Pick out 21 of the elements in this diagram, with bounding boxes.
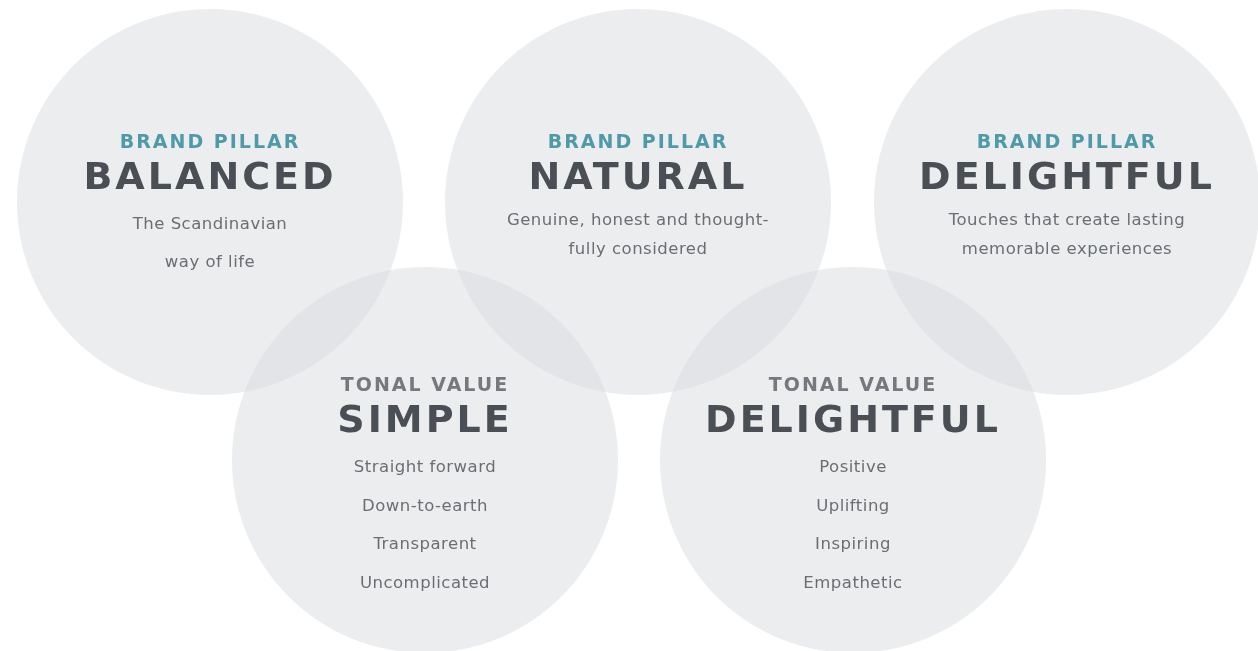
value-title: NATURAL bbox=[528, 153, 748, 199]
description: Touches that create lasting memorable experiences bbox=[947, 209, 1187, 260]
list-item: Transparent bbox=[373, 533, 477, 555]
category-label: BRAND PILLAR bbox=[119, 129, 301, 153]
list-item: Down-to-earth bbox=[362, 494, 488, 517]
category-label: BRAND PILLAR bbox=[547, 129, 729, 153]
description: Genuine, honest and thought- fully considered bbox=[505, 209, 771, 260]
list-item: Uncomplicated bbox=[359, 571, 491, 594]
value-title: BALANCED bbox=[83, 153, 337, 199]
value-title: SIMPLE bbox=[337, 396, 513, 442]
list-item: Positive bbox=[819, 456, 887, 478]
category-label: TONAL VALUE bbox=[340, 372, 510, 396]
list-item: Empathetic bbox=[803, 571, 903, 594]
value-title: DELIGHTFUL bbox=[919, 153, 1215, 199]
list-item: Uplifting bbox=[816, 494, 890, 517]
value-title: DELIGHTFUL bbox=[705, 396, 1001, 442]
category-label: TONAL VALUE bbox=[768, 372, 938, 396]
category-label: BRAND PILLAR bbox=[976, 129, 1158, 153]
list-item: Inspiring bbox=[815, 533, 891, 555]
description: The Scandinavian way of life bbox=[131, 213, 289, 273]
list-item: Straight forward bbox=[353, 456, 497, 478]
